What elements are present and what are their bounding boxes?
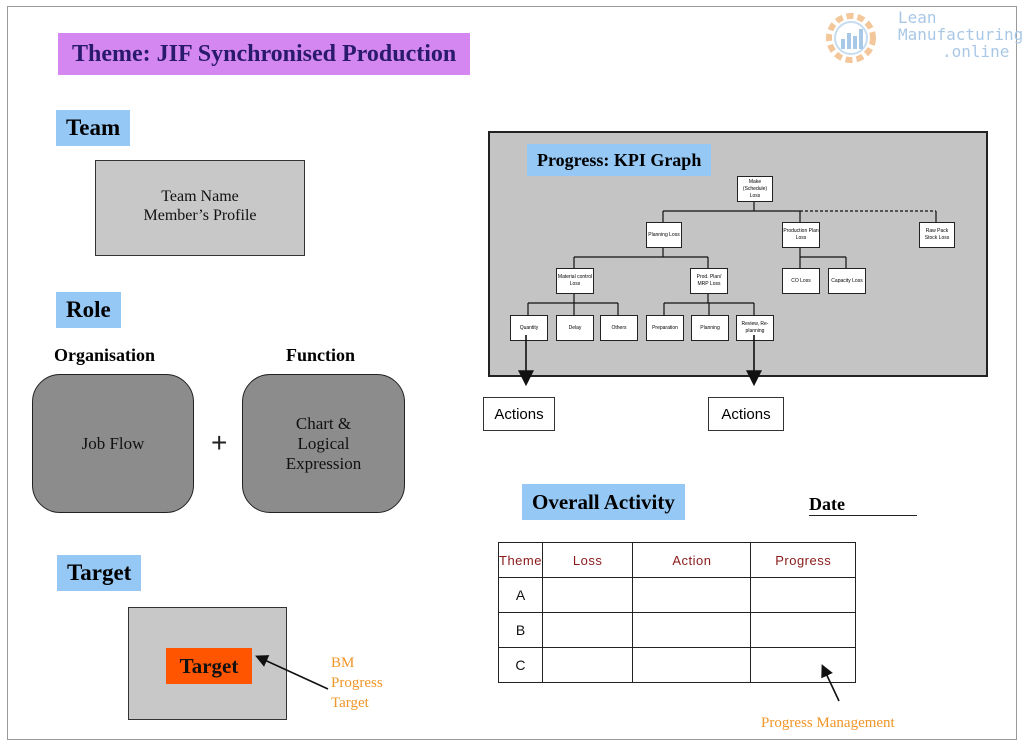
theme-title: Theme: JIF Synchronised Production xyxy=(58,33,471,75)
kpi-graph-heading: Progress: KPI Graph xyxy=(527,144,712,176)
kpi-node-capacity-loss: Capacity Loss xyxy=(828,268,866,294)
cell xyxy=(750,647,856,683)
overall-activity-table: Theme Loss Action Progress A B C xyxy=(498,542,856,683)
kpi-node-material-control-loss: Material control Loss xyxy=(556,268,594,294)
target-line: Target xyxy=(331,695,369,711)
cell xyxy=(632,577,752,613)
gear-chart-icon xyxy=(826,13,876,63)
cell xyxy=(632,647,752,683)
logo-line2: Manufacturing xyxy=(898,25,1024,44)
table-row: C xyxy=(498,647,856,683)
logo-line1: Lean xyxy=(898,8,937,27)
kpi-node-planning: Planning xyxy=(691,315,729,341)
actions-left-box: Actions xyxy=(483,397,555,431)
actions-right-box: Actions xyxy=(708,397,784,431)
logo-line3: .online xyxy=(942,42,1010,61)
chart-line-2: Logical xyxy=(297,433,350,453)
kpi-graph-panel: Progress: KPI Graph xyxy=(488,131,988,377)
lean-manufacturing-logo: Lean Manufacturing .online xyxy=(820,7,1023,67)
kpi-node-root: Make (Schedule) Loss xyxy=(737,176,773,202)
cell xyxy=(750,577,856,613)
cell xyxy=(750,612,856,648)
table-header-row: Theme Loss Action Progress xyxy=(498,542,856,578)
kpi-node-others: Others xyxy=(600,315,638,341)
cell xyxy=(541,577,634,613)
header-theme: Theme xyxy=(498,542,543,578)
kpi-node-prod-plan-mrp-loss: Prod. Plan/ MRP Loss xyxy=(690,268,728,294)
kpi-node-planning-loss: Planning Loss xyxy=(646,222,682,248)
table-row: B xyxy=(498,612,856,648)
header-progress: Progress xyxy=(750,542,856,578)
slide-page: Theme: JIF Synchronised Production Lean … xyxy=(7,6,1023,740)
date-label: Date xyxy=(809,494,845,514)
row-label-b: B xyxy=(498,612,543,648)
chart-logical-box: Chart & Logical Expression xyxy=(242,374,405,513)
organisation-label: Organisation xyxy=(54,345,156,365)
target-arrow xyxy=(255,655,329,690)
cell xyxy=(541,647,634,683)
cell xyxy=(632,612,752,648)
chart-line-3: Expression xyxy=(285,453,362,473)
team-heading: Team xyxy=(56,110,131,146)
target-inner-box: Target xyxy=(166,648,252,684)
header-action: Action xyxy=(632,542,752,578)
team-name-text: Team Name xyxy=(161,188,239,205)
table-row: A xyxy=(498,577,856,613)
bm-progress-target-label: BM Progress Target xyxy=(331,653,383,713)
kpi-node-raw-pack-stock-loss: Raw Pack Stock Loss xyxy=(919,222,955,248)
progress-line: Progress xyxy=(331,675,383,691)
kpi-node-preparation: Preparation xyxy=(646,315,684,341)
job-flow-text: Job Flow xyxy=(81,433,145,453)
overall-activity-heading: Overall Activity xyxy=(522,484,685,520)
kpi-tree-connectors xyxy=(527,200,937,315)
function-label: Function xyxy=(286,345,356,365)
target-heading: Target xyxy=(57,555,142,591)
kpi-node-quantity: Quantity xyxy=(510,315,548,341)
header-loss: Loss xyxy=(541,542,634,578)
job-flow-box: Job Flow xyxy=(32,374,194,513)
cell xyxy=(541,612,634,648)
kpi-node-co-loss: CO Loss xyxy=(782,268,820,294)
date-field: Date xyxy=(809,493,917,516)
row-label-c: C xyxy=(498,647,543,683)
kpi-node-review-replanning: Review, Re-planning xyxy=(736,315,774,341)
row-label-a: A xyxy=(498,577,543,613)
chart-line-1: Chart & xyxy=(295,413,352,433)
progress-management-arrow xyxy=(821,664,840,702)
kpi-node-delay: Delay xyxy=(556,315,594,341)
team-box: Team Name Member’s Profile xyxy=(95,160,305,256)
bm-line: BM xyxy=(331,655,355,671)
member-profile-text: Member’s Profile xyxy=(143,207,257,224)
kpi-action-arrows xyxy=(518,335,762,387)
role-heading: Role xyxy=(56,292,121,328)
progress-management-label: Progress Management xyxy=(761,715,895,731)
plus-sign: + xyxy=(211,427,228,458)
kpi-node-production-plan-loss: Production Plan Loss xyxy=(782,222,820,248)
